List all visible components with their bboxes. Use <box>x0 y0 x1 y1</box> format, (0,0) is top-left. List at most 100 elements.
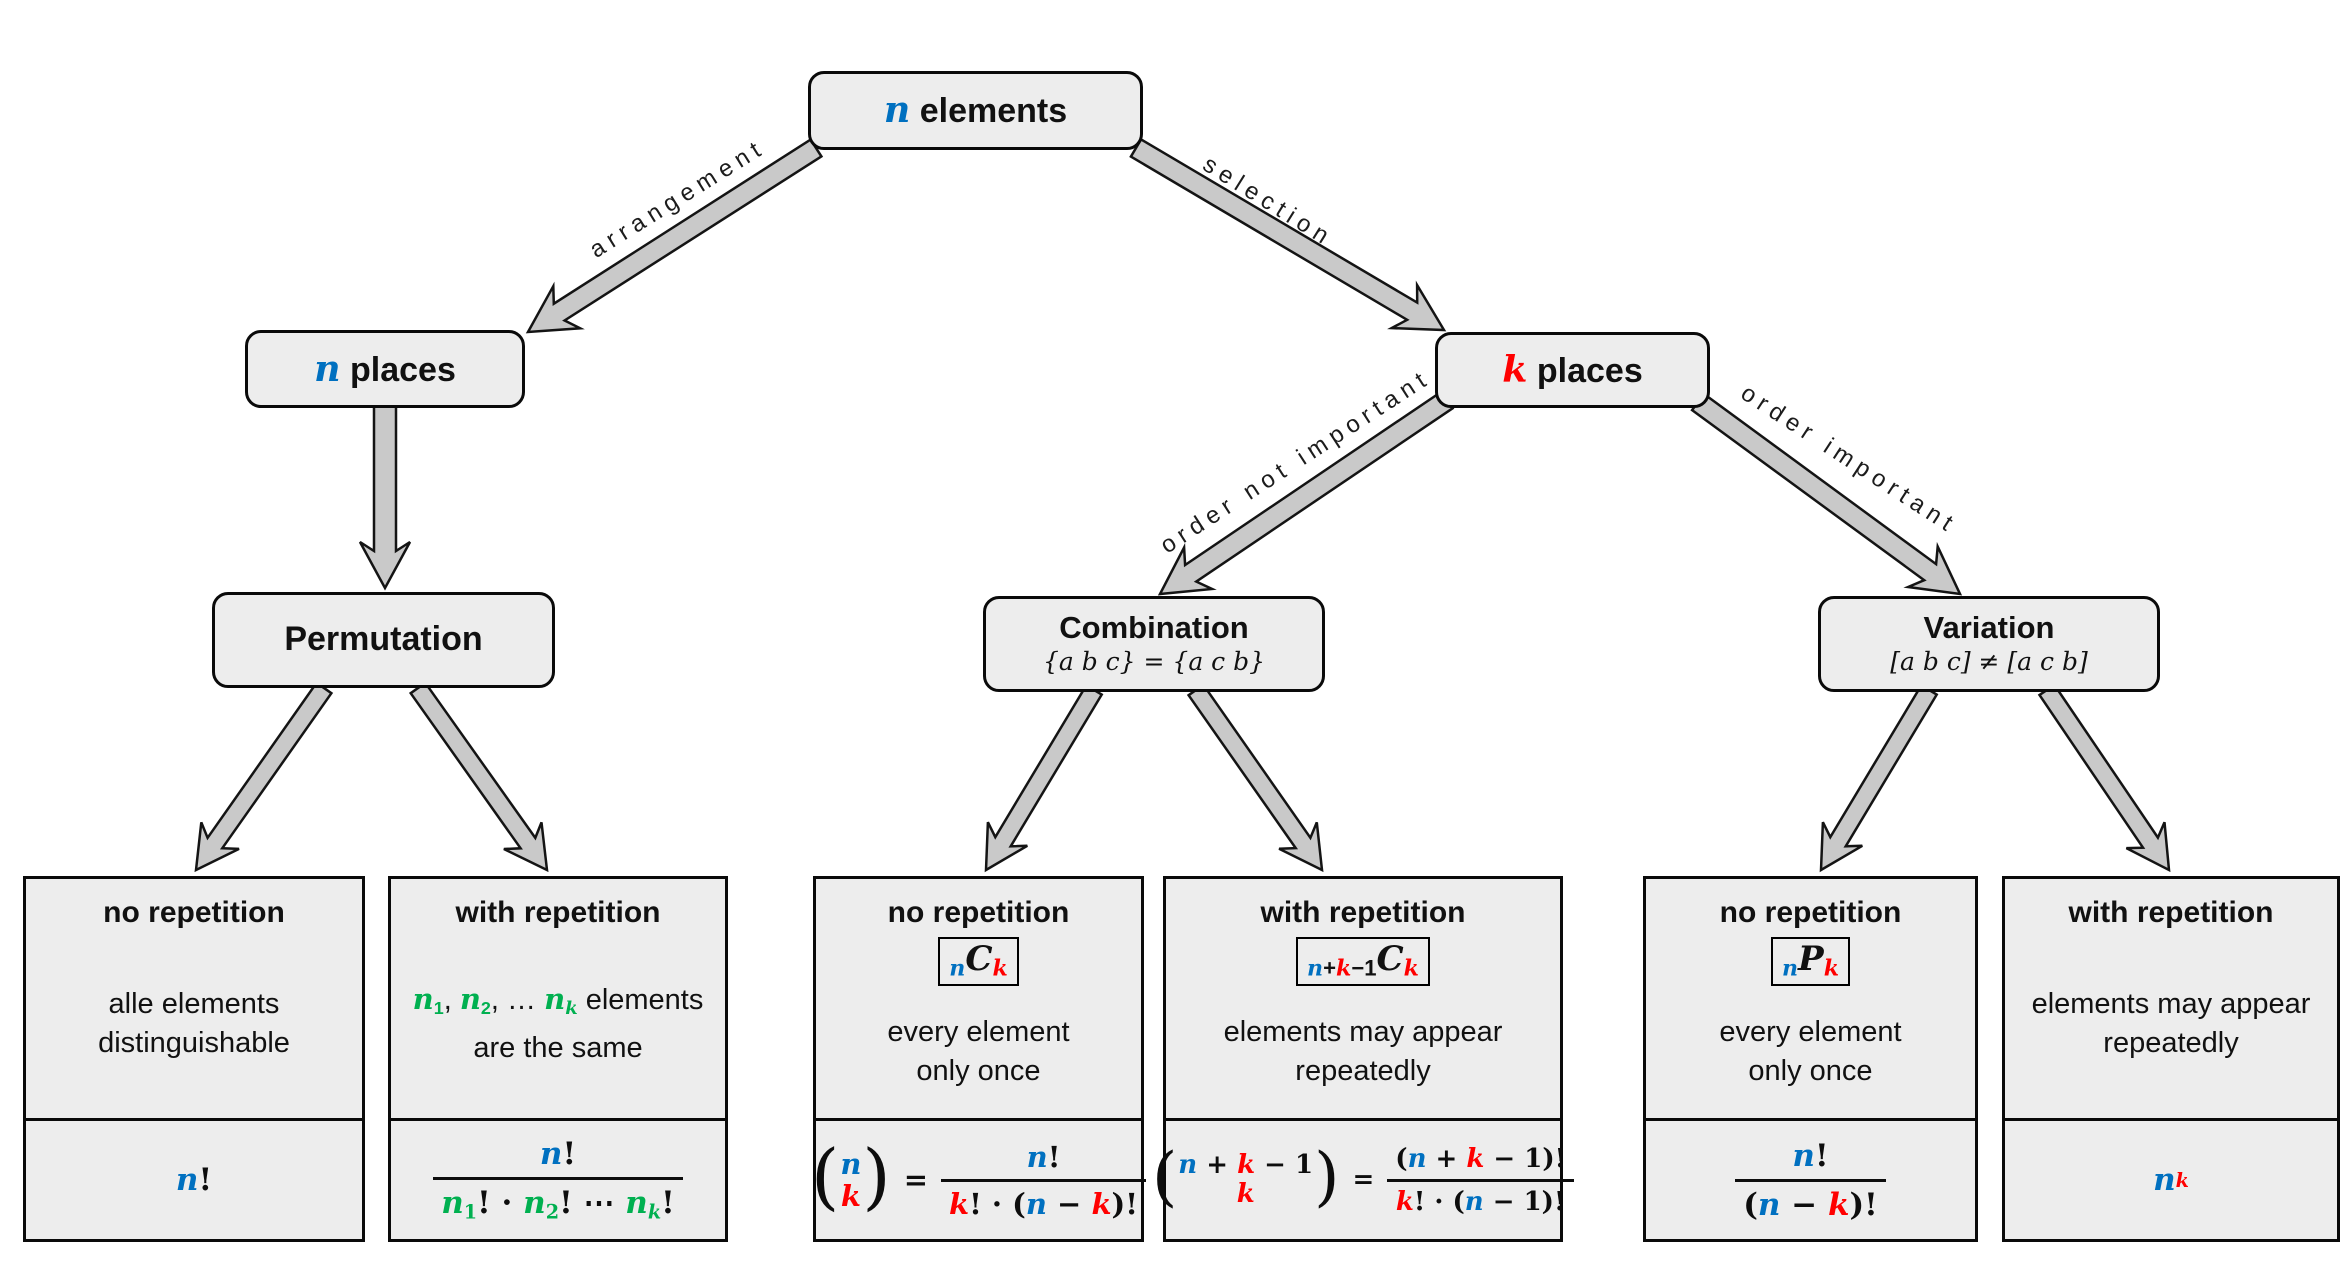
math-segment: Variation <box>1923 609 2055 645</box>
fraction-numerator: n! <box>941 1140 1146 1182</box>
math-segment: − 1 <box>1255 1149 1314 1180</box>
math-segment: n <box>883 88 911 132</box>
fraction-denominator: k! · (n − k)! <box>941 1182 1146 1221</box>
leaf-title: with repetition <box>1260 896 1466 929</box>
math-segment: n <box>1307 955 1324 982</box>
arrow-variation-to-with-rep <box>2037 683 2171 873</box>
arrow-variation-to-no-rep <box>1819 683 1939 873</box>
math-segment: k <box>1828 1186 1850 1223</box>
math-segment: k <box>1823 955 1839 982</box>
parenthesis: ( <box>1151 1139 1178 1215</box>
arrow-selection <box>1129 137 1447 332</box>
node-combination-title: Combination <box>1059 611 1248 645</box>
math-segment: n <box>544 982 566 1017</box>
math-segment: n <box>412 982 434 1017</box>
fraction: n! (n − k)! <box>1735 1138 1886 1223</box>
math-segment: n <box>1792 1137 1815 1174</box>
math-segment: , <box>443 984 460 1017</box>
node-n-elements: n elements <box>808 71 1143 150</box>
arrow-permutation-to-no-rep <box>194 681 334 873</box>
math-segment: n <box>1407 1143 1427 1174</box>
math-segment: n <box>840 1146 862 1181</box>
leaf-combination-with-repetition: with repetition n+k−1Ck elements may appea… <box>1152 876 1575 1242</box>
math-segment: ! · ( <box>969 1186 1026 1221</box>
math-segment: C <box>965 939 993 979</box>
math-segment: repeatedly <box>2103 1027 2239 1059</box>
fraction-denominator: n1! · n2! ⋯ nk! <box>433 1180 683 1223</box>
math-segment: + <box>1197 1149 1238 1180</box>
math-segment: k <box>1395 1186 1414 1217</box>
leaf-formula: n! <box>26 1121 362 1239</box>
math-segment: + <box>1323 955 1337 981</box>
description-line: are the same <box>413 1029 704 1068</box>
math-segment: ! <box>661 1185 675 1222</box>
fraction: (n + k − 1)!k! · (n − 1)! <box>1387 1143 1575 1217</box>
arrow-places-to-permutation <box>358 404 412 591</box>
math-segment: k <box>1091 1186 1112 1221</box>
node-n-elements-title: n elements <box>884 91 1067 130</box>
description-line: only once <box>887 1052 1069 1091</box>
node-combination: Combination {a b c} = {a c b} <box>983 596 1325 692</box>
description-line: alle elements <box>98 985 290 1024</box>
node-k-places-title: k places <box>1502 350 1643 390</box>
arrow-kplaces-to-variation <box>1690 392 1963 596</box>
description-line: repeatedly <box>1224 1052 1503 1091</box>
leaf-title: with repetition <box>455 896 661 929</box>
math-segment: n <box>949 955 966 982</box>
math-segment: n <box>2153 1162 2176 1198</box>
node-n-places-title: n places <box>314 349 456 389</box>
math-segment: C <box>1376 939 1404 979</box>
math-segment: n <box>539 1136 563 1173</box>
description-line: every element <box>887 1013 1069 1052</box>
math-segment: ( <box>1743 1186 1758 1223</box>
math-segment: − <box>1046 1186 1092 1221</box>
math-segment: ! <box>562 1136 577 1173</box>
math-segment: ! <box>1814 1137 1829 1174</box>
math-segment: − 1)! <box>1483 1186 1566 1217</box>
symbol-badge-combination-with-repetition: n+k−1Ck <box>1296 937 1430 986</box>
math-segment: ! <box>198 1162 213 1198</box>
math-segment: k <box>1466 1143 1485 1174</box>
math-segment: P <box>1798 939 1824 979</box>
math-segment: 2 <box>545 1200 560 1224</box>
equals-sign: = <box>1352 1165 1375 1195</box>
node-permutation: Permutation <box>212 592 555 688</box>
node-n-places: n places <box>245 330 525 408</box>
equals-sign: = <box>903 1163 929 1197</box>
math-segment: n <box>1178 1149 1198 1180</box>
math-segment: are the same <box>473 1031 643 1064</box>
arrow-arrangement <box>525 137 824 334</box>
math-segment: only once <box>1748 1055 1873 1087</box>
node-variation: Variation [a b c] ≠ [a c b] <box>1818 596 2160 692</box>
math-segment: 1 <box>463 1200 478 1224</box>
math-segment: places <box>340 350 456 389</box>
description-line: n1, n2, … nk elements <box>413 980 704 1028</box>
math-segment: k <box>949 1186 970 1221</box>
fraction-numerator: (n + k − 1)! <box>1387 1143 1575 1182</box>
math-segment: k <box>1336 955 1352 982</box>
fraction-denominator: (n − k)! <box>1735 1182 1886 1223</box>
math-segment: − <box>1780 1186 1828 1223</box>
math-segment: n <box>175 1162 199 1198</box>
math-segment: elements <box>577 984 704 1017</box>
math-segment: n <box>1025 1186 1047 1221</box>
symbol-badge-combination-no-repetition: nCk <box>938 937 1019 986</box>
description-line: distinguishable <box>98 1024 290 1063</box>
math-segment: k <box>1236 1179 1255 1209</box>
math-segment: k <box>2175 1168 2189 1192</box>
math-segment: k <box>565 998 578 1020</box>
arrow-permutation-to-with-rep <box>408 681 549 873</box>
description-line: repeatedly <box>2032 1024 2311 1063</box>
